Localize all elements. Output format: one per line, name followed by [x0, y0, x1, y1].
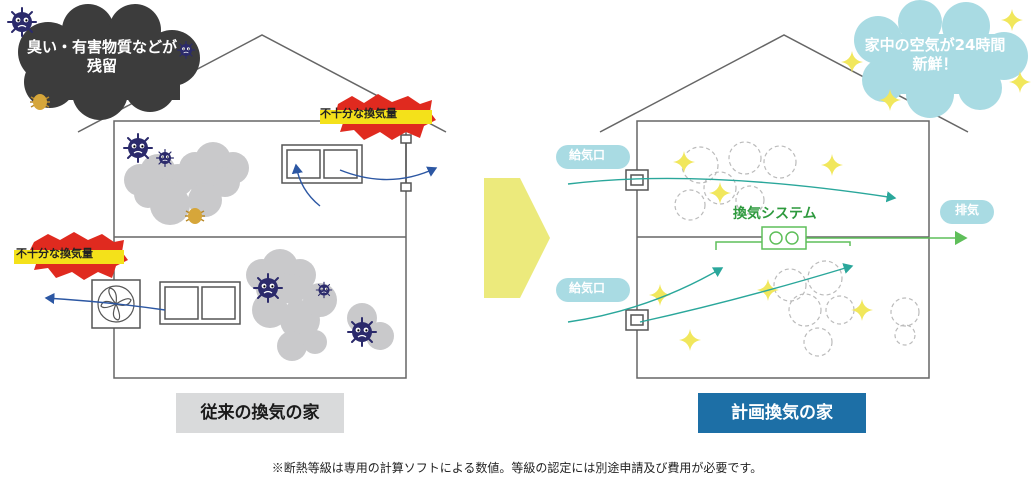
left-bubble-text: 臭い・有害物質などが残留 — [26, 38, 177, 75]
direction-arrow — [484, 178, 550, 298]
germ-icon — [156, 149, 174, 167]
vent-icon — [400, 134, 412, 192]
sparkle-icon — [649, 151, 873, 351]
germ-icon — [253, 273, 283, 303]
right-bubble-text: 家中の空気が24時間新鮮！ — [864, 36, 1006, 73]
intake-tag — [556, 145, 630, 169]
warning-burst — [14, 232, 128, 280]
clean-air-cloud — [674, 141, 797, 221]
footnote: ※断熱等級は専用の計算ソフトによる数値。等級の認定には別途申請及び費用が必要です… — [271, 461, 763, 475]
sparkle-icon — [1001, 9, 1023, 31]
vent-icon — [625, 169, 649, 191]
germ-icon — [7, 7, 37, 37]
germ-icon — [315, 281, 333, 299]
airflow-arrow — [567, 177, 897, 323]
exhaust-label: 排気 — [955, 203, 980, 217]
conventional-house-label: 従来の換気の家 — [176, 393, 344, 433]
vent-icon — [625, 309, 649, 331]
germ-icon — [347, 317, 377, 347]
clean-air-cloud — [773, 260, 920, 357]
ventilation-system-label: 換気システム — [733, 206, 817, 222]
warning-text-top: 不十分な換気量 — [320, 107, 397, 120]
window-icon — [159, 281, 241, 325]
intake-label-bottom: 給気口 — [569, 281, 606, 295]
planned-house-label: 計画換気の家 — [698, 393, 866, 433]
warning-burst — [320, 94, 436, 140]
exhaust-tag — [940, 200, 994, 224]
airflow-arrow — [44, 163, 438, 311]
intake-label-top: 給気口 — [569, 148, 606, 162]
dark-cloud-bubble — [18, 4, 200, 120]
ventilation-unit — [715, 226, 968, 250]
intake-tag — [556, 278, 630, 302]
planned-ventilation-house — [599, 34, 969, 379]
fresh-air-bubble — [854, 0, 1028, 118]
smog-cloud — [246, 249, 394, 361]
germ-icon — [123, 133, 153, 163]
window-icon — [281, 144, 363, 184]
warning-text-left: 不十分な換気量 — [16, 247, 93, 260]
